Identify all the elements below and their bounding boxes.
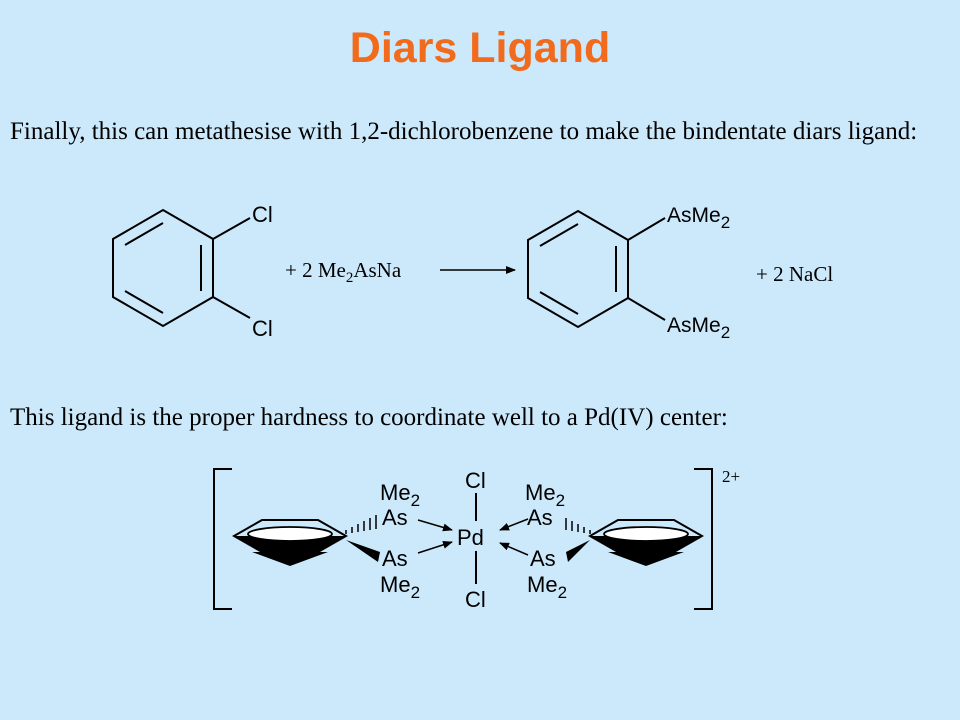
product-asme2-top: AsMe2 <box>667 204 730 232</box>
right-upper-arsenic: As <box>527 505 553 530</box>
byproduct-label: + 2 NaCl <box>756 262 833 286</box>
left-upper-methyl: Me2 <box>380 480 420 510</box>
left-bracket <box>213 468 232 610</box>
left-benzene-ring <box>231 519 349 566</box>
left-hashed-bond <box>345 515 377 534</box>
right-benzene-ring <box>587 519 705 566</box>
metal-center: Pd <box>457 525 484 550</box>
dative-arrow-lower-left <box>417 540 453 554</box>
left-lower-arsenic: As <box>382 546 408 571</box>
dichlorobenzene-structure <box>112 208 251 328</box>
reactant-chloro-bottom: Cl <box>252 316 273 341</box>
dative-arrow-upper-left <box>417 519 453 532</box>
left-upper-arsenic: As <box>382 505 408 530</box>
right-upper-methyl: Me2 <box>525 480 565 510</box>
complex-charge: 2+ <box>722 467 740 486</box>
dative-arrow-lower-right <box>499 542 529 556</box>
axial-cl-top: Cl <box>465 468 486 493</box>
reagent-label: + 2 Me2AsNa <box>285 258 402 286</box>
axial-cl-bottom: Cl <box>465 587 486 612</box>
right-bracket <box>694 468 713 610</box>
right-hashed-bond <box>565 518 591 534</box>
left-wedge-bond <box>346 540 380 562</box>
slide-title: Diars Ligand <box>349 24 611 72</box>
reactant-chloro-top: Cl <box>252 202 273 227</box>
right-wedge-bond <box>566 540 590 562</box>
diars-structure <box>527 209 666 329</box>
left-lower-methyl: Me2 <box>380 572 420 602</box>
right-lower-methyl: Me2 <box>527 572 567 602</box>
product-asme2-bottom: AsMe2 <box>667 314 730 342</box>
intro-paragraph: Finally, this can metathesise with 1,2-d… <box>10 118 918 145</box>
right-lower-arsenic: As <box>530 546 556 571</box>
ligand-paragraph: This ligand is the proper hardness to co… <box>10 404 728 431</box>
dative-arrow-upper-right <box>499 518 529 531</box>
